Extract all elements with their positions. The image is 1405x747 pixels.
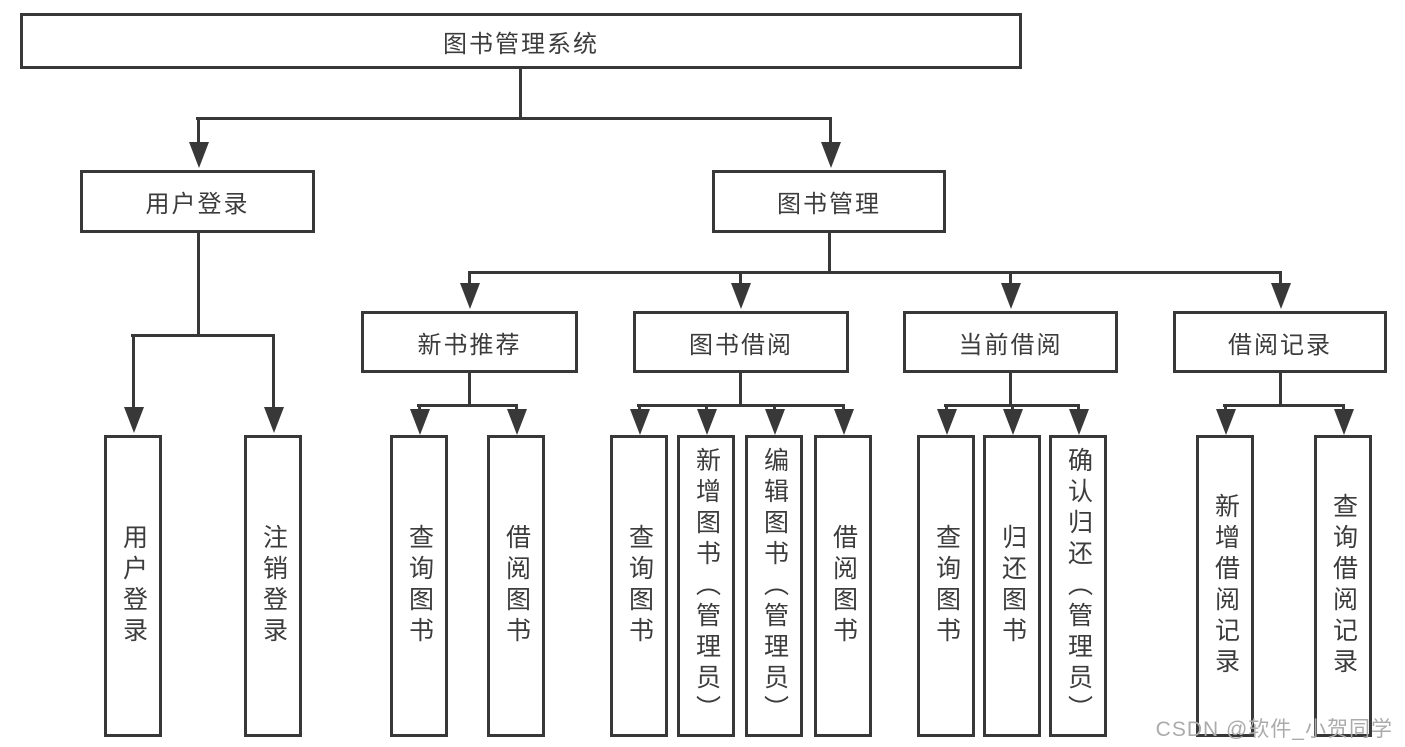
node-label: 新书推荐 — [417, 331, 522, 359]
connector-arrow-down — [1002, 404, 1023, 435]
node-root: 图书管理系统 — [20, 13, 1022, 69]
node-label: 用户登录 — [145, 191, 250, 218]
connector-line — [468, 271, 1282, 274]
connector-arrow-down — [506, 404, 527, 435]
node-borrow-records: 借阅记录 — [1173, 311, 1387, 373]
node-label: 借阅图书 — [829, 524, 858, 648]
connector-line — [519, 69, 522, 120]
node-label: 确认归还（管理员） — [1064, 446, 1093, 726]
connector-arrow-down — [764, 404, 785, 435]
connector-arrow-down — [1068, 404, 1089, 435]
connector-arrow-down — [1270, 271, 1291, 309]
connector-arrow-down — [409, 404, 430, 435]
node-leaf-query-books-3: 查询图书 — [917, 435, 975, 737]
connector-line — [637, 404, 845, 407]
connector-arrow-down — [459, 271, 480, 309]
connector-arrow-down — [730, 271, 751, 309]
connector-arrow-down — [629, 404, 650, 435]
connector-arrow-down — [123, 334, 144, 433]
node-leaf-query-books-1: 查询图书 — [390, 435, 448, 737]
node-leaf-add-borrow-record: 新增借阅记录 — [1196, 435, 1254, 737]
node-book-borrow: 图书借阅 — [633, 311, 849, 373]
csdn-watermark: CSDN @软件_小贺同学 — [1155, 718, 1393, 741]
node-leaf-add-books-admin: 新增图书（管理员） — [677, 435, 735, 737]
connector-line — [1223, 404, 1345, 407]
node-label: 新增图书（管理员） — [692, 446, 721, 726]
node-leaf-user-login: 用户登录 — [104, 435, 162, 737]
connector-line — [417, 404, 518, 407]
node-label: 查询图书 — [625, 524, 654, 648]
connector-line — [197, 233, 200, 337]
connector-line — [1009, 373, 1012, 407]
connector-line — [828, 233, 831, 274]
node-label: 注销登录 — [259, 524, 288, 648]
connector-arrow-down — [1000, 271, 1021, 309]
node-label: 归还图书 — [998, 524, 1027, 648]
connector-line — [468, 373, 471, 407]
node-label: 新增借阅记录 — [1211, 493, 1240, 679]
node-leaf-borrow-books-1: 借阅图书 — [487, 435, 545, 737]
node-label: 借阅图书 — [502, 524, 531, 648]
node-leaf-query-borrow-record: 查询借阅记录 — [1314, 435, 1372, 737]
node-label: 图书管理 — [777, 191, 881, 218]
connector-line — [739, 373, 742, 407]
node-label: 查询图书 — [932, 524, 961, 648]
node-label: 借阅记录 — [1228, 331, 1332, 359]
node-current-borrow: 当前借阅 — [903, 311, 1118, 373]
node-leaf-query-books-2: 查询图书 — [610, 435, 668, 737]
node-leaf-return-books: 归还图书 — [983, 435, 1041, 737]
node-label: 查询借阅记录 — [1329, 493, 1358, 679]
connector-arrow-down — [936, 404, 957, 435]
node-label: 图书借阅 — [689, 331, 793, 359]
connector-arrow-down — [188, 117, 209, 168]
connector-arrow-down — [820, 117, 841, 168]
node-label: 查询图书 — [405, 524, 434, 648]
node-leaf-edit-books-admin: 编辑图书（管理员） — [745, 435, 803, 737]
node-leaf-confirm-return-admin: 确认归还（管理员） — [1049, 435, 1107, 737]
connector-arrow-down — [1333, 404, 1354, 435]
connector-arrow-down — [1215, 404, 1236, 435]
node-leaf-logout: 注销登录 — [244, 435, 302, 737]
node-leaf-borrow-books-2: 借阅图书 — [814, 435, 872, 737]
connector-arrow-down — [696, 404, 717, 435]
connector-line — [1279, 373, 1282, 407]
node-label: 图书管理系统 — [443, 30, 599, 58]
node-book-management: 图书管理 — [712, 170, 946, 233]
node-label: 当前借阅 — [958, 331, 1063, 359]
connector-line — [196, 117, 832, 120]
node-user-login: 用户登录 — [80, 170, 315, 233]
connector-arrow-down — [833, 404, 854, 435]
connector-line — [131, 334, 275, 337]
node-label: 用户登录 — [119, 524, 148, 648]
node-label: 编辑图书（管理员） — [760, 446, 789, 726]
connector-arrow-down — [263, 334, 284, 433]
node-new-book-recommend: 新书推荐 — [361, 311, 578, 373]
